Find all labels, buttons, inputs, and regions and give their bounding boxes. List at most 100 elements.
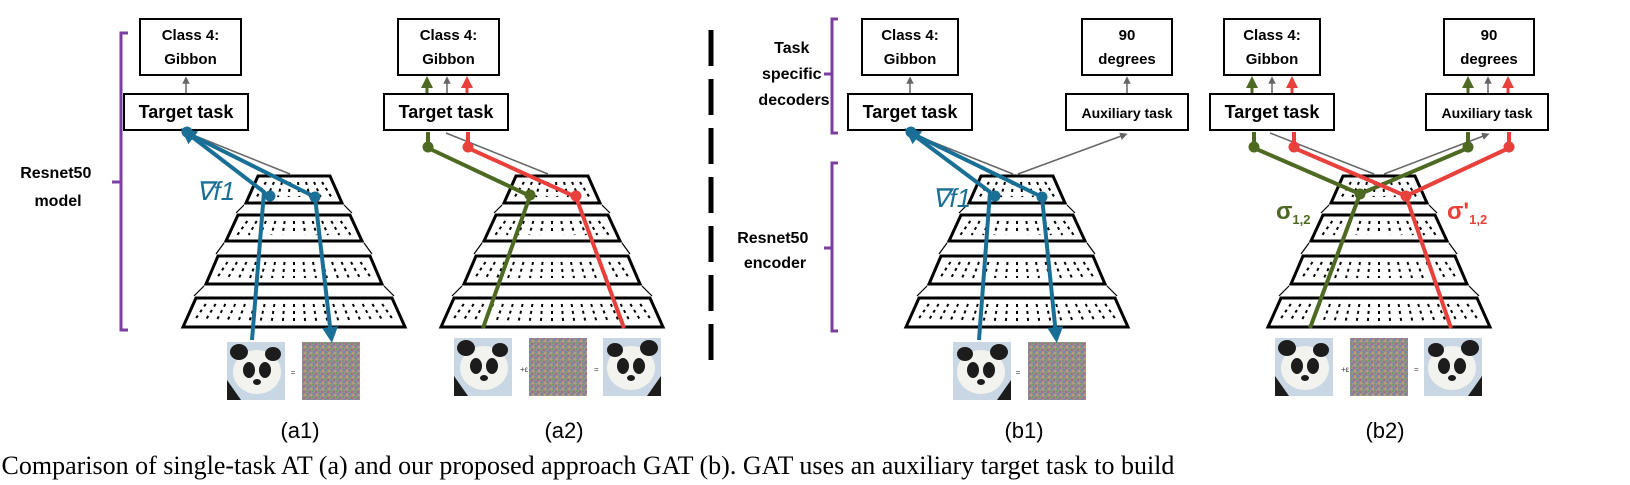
encoder-dots bbox=[277, 181, 283, 198]
encoder-dots bbox=[1397, 303, 1403, 322]
target-task-box-text: Target task bbox=[1225, 102, 1321, 122]
panda-face bbox=[460, 346, 508, 390]
encoder-dots bbox=[1387, 220, 1392, 236]
encoder-dots bbox=[1094, 303, 1107, 322]
encoder-dots bbox=[351, 303, 362, 322]
panda-nose bbox=[1301, 375, 1309, 381]
panda-ear bbox=[607, 343, 623, 357]
path-node bbox=[422, 141, 434, 153]
degrees-90-box-line-0: 90 bbox=[1481, 27, 1498, 44]
class-gibbon-box: Class 4:Gibbon bbox=[397, 18, 500, 76]
sigma-prime-label-subscript: 1,2 bbox=[1469, 212, 1487, 227]
auxiliary-task-box-frame bbox=[1065, 93, 1189, 131]
encoder-dots bbox=[528, 220, 535, 236]
encoder-dots bbox=[1053, 220, 1064, 236]
path-node bbox=[989, 190, 1001, 202]
panda-eye-patch bbox=[617, 358, 629, 374]
encoder-dots bbox=[238, 261, 248, 279]
class-gibbon-box-line-1: Gibbon bbox=[884, 51, 937, 68]
encoder-dots bbox=[982, 303, 989, 322]
encoder-dots bbox=[1300, 303, 1312, 322]
encoder-dots bbox=[1355, 303, 1361, 322]
gradient-label: ∇f1 bbox=[932, 183, 971, 213]
encoder-dots bbox=[1054, 261, 1062, 279]
resnet50-model-bracket bbox=[112, 31, 128, 332]
panda-image bbox=[953, 342, 1011, 400]
panda-ear bbox=[640, 340, 658, 356]
encoder-dots bbox=[1323, 261, 1333, 279]
encoder-dots bbox=[313, 181, 322, 198]
class-gibbon-box-line-1: Gibbon bbox=[422, 51, 475, 68]
target-task-box-text: Target task bbox=[139, 102, 235, 122]
encoder-dots bbox=[302, 303, 307, 322]
panda-image bbox=[454, 338, 512, 396]
class-gibbon-box-line-0: Class 4: bbox=[881, 27, 939, 44]
encoder-dots bbox=[496, 261, 506, 279]
encoder-dots bbox=[1397, 261, 1402, 279]
encoder-dots bbox=[949, 303, 960, 322]
panda-arm bbox=[454, 376, 468, 396]
encoder-dots bbox=[961, 261, 971, 279]
target-task-box-text: Target task bbox=[863, 102, 959, 122]
encoder-dots bbox=[1416, 261, 1424, 279]
encoder-dots bbox=[281, 220, 286, 236]
panda-eye-patch bbox=[1291, 358, 1303, 374]
encoder-dots bbox=[495, 303, 504, 322]
encoder-bracket bbox=[824, 161, 838, 333]
encoder-dots bbox=[339, 220, 352, 236]
encoder-dots bbox=[1424, 220, 1437, 236]
encoder-dots bbox=[629, 303, 642, 322]
panda-eye-patch bbox=[967, 362, 979, 378]
gradient-label: ∇f1 bbox=[196, 176, 235, 206]
class-gibbon-box: Class 4: Gibbon bbox=[861, 18, 959, 76]
panda-nose bbox=[1448, 375, 1456, 381]
encoder-connector bbox=[363, 242, 373, 255]
encoder-connector bbox=[1106, 285, 1118, 297]
encoder-dots bbox=[540, 261, 544, 279]
encoder-dots bbox=[247, 220, 258, 236]
encoder-dots bbox=[539, 303, 544, 322]
encoder-connector bbox=[1278, 285, 1290, 297]
encoder-dots bbox=[1000, 181, 1006, 198]
panda-ear bbox=[1428, 343, 1444, 357]
encoder-dots bbox=[1406, 220, 1414, 236]
panel-label-0: (a1) bbox=[280, 418, 319, 443]
encoder-dots bbox=[236, 220, 249, 236]
encoder-dots bbox=[1387, 303, 1392, 322]
class-gibbon-box: Class 4:Gibbon bbox=[1223, 18, 1321, 76]
path-node bbox=[1400, 190, 1412, 202]
panda-image bbox=[1275, 338, 1333, 396]
encoder-dots bbox=[1045, 303, 1052, 322]
encoder-dots bbox=[517, 303, 524, 322]
encoder-dots bbox=[494, 220, 507, 236]
panda-arm bbox=[227, 380, 241, 400]
encoder-dots bbox=[529, 261, 534, 279]
decoders-bracket bbox=[824, 17, 838, 135]
encoder-dots bbox=[950, 261, 961, 279]
panda-eye-patch bbox=[1438, 358, 1450, 374]
green-path-trunk bbox=[1308, 193, 1362, 329]
encoder-connector bbox=[958, 204, 968, 214]
panda-nose bbox=[627, 375, 635, 381]
encoder-dots bbox=[302, 261, 306, 279]
encoder-connector bbox=[641, 285, 653, 297]
encoder-dots bbox=[473, 303, 485, 322]
encoder-dots bbox=[340, 261, 350, 279]
encoder-dots bbox=[590, 303, 598, 322]
encoder-dots bbox=[939, 261, 952, 279]
panda-nose bbox=[480, 375, 488, 381]
equals-sign: = bbox=[594, 365, 599, 374]
class-gibbon-box: Class 4:Gibbon bbox=[139, 18, 242, 76]
encoder-dots bbox=[579, 220, 587, 236]
auxiliary-task-box: Auxiliary task bbox=[1425, 93, 1549, 131]
class-gibbon-box-frame bbox=[861, 18, 959, 76]
encoder-dots bbox=[619, 303, 631, 322]
path-node bbox=[1503, 141, 1515, 153]
encoder-dots bbox=[588, 220, 599, 236]
panda-nose bbox=[253, 379, 261, 385]
noise-image bbox=[1350, 338, 1408, 396]
plus-epsilon: +ε bbox=[1341, 365, 1350, 374]
